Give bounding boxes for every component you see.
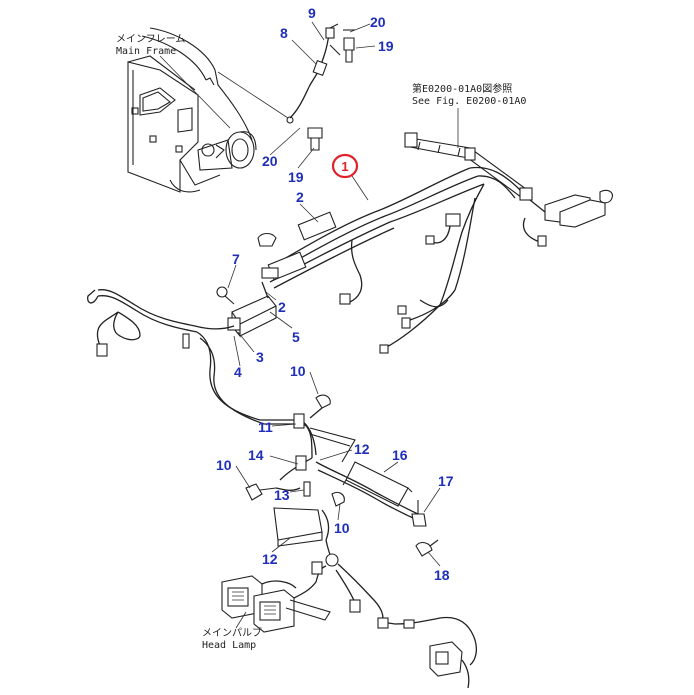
leader-9: [311, 21, 325, 41]
head-lamp-label-jp: メインパルブ: [202, 626, 262, 639]
leader-10c: [337, 503, 341, 521]
part-number-12-upper: 12: [354, 441, 370, 457]
part-number-20-top: 20: [370, 14, 386, 30]
bracket-assembly: [216, 281, 277, 338]
leader-2a: [299, 203, 319, 223]
see-fig-label-jp: 第E0200-01A0図参照: [412, 82, 512, 95]
leader-8: [291, 39, 317, 65]
right-harness-assembly: [404, 132, 613, 247]
part-number-8: 8: [280, 25, 288, 41]
leader-18: [427, 551, 441, 567]
part-number-13: 13: [274, 487, 290, 503]
part-number-16: 16: [392, 447, 408, 463]
main-frame-leader: [159, 55, 231, 129]
callout-circle-1: [331, 153, 359, 179]
leader-5: [269, 311, 293, 329]
head-lamp-assembly: [221, 561, 477, 689]
part-number-11: 11: [258, 419, 273, 435]
leader-14: [269, 455, 299, 465]
leader-4: [233, 335, 241, 367]
part-number-18: 18: [434, 567, 450, 583]
part-number-17: 17: [438, 473, 454, 489]
leader-19a: [355, 45, 376, 49]
part-number-14: 14: [248, 447, 264, 463]
left-harness-branch: [86, 289, 300, 425]
leader-10a: [309, 371, 319, 395]
lower-harness: [245, 394, 439, 567]
leader-11: [271, 423, 297, 427]
part-number-4: 4: [234, 364, 242, 380]
head-lamp-leader: [235, 611, 247, 629]
part-number-12-lower: 12: [262, 551, 278, 567]
part-number-20-left: 20: [262, 153, 278, 169]
part-number-10-lower: 10: [334, 520, 350, 536]
leader-12a: [319, 449, 353, 461]
leader-19b: [297, 147, 315, 169]
leader-20b: [269, 127, 301, 156]
main-frame-label-jp: メインフレーム: [116, 33, 185, 45]
main-harness-bundle: [257, 166, 521, 354]
leader-13: [289, 489, 305, 493]
leader-2b: [265, 291, 277, 301]
leader-17: [423, 487, 441, 513]
part-number-5: 5: [292, 329, 300, 345]
see-fig-label-en: See Fig. E0200-01A0: [412, 96, 526, 107]
leader-16: [383, 461, 399, 473]
leader-main-frame-bolt: [217, 71, 289, 119]
head-lamp-label-en: Head Lamp: [202, 640, 256, 651]
leader-3: [237, 331, 255, 353]
leader-10b: [235, 465, 251, 489]
part-number-2-top: 2: [296, 189, 304, 205]
leader-1: [351, 175, 369, 201]
top-ground-wire: [286, 23, 355, 151]
part-number-10-upper: 10: [290, 363, 306, 379]
main-frame-label-en: Main Frame: [116, 46, 176, 57]
part-number-9: 9: [308, 5, 316, 21]
leader-20a: [349, 23, 371, 33]
main-frame-drawing: [127, 27, 257, 193]
part-number-2-bracket: 2: [278, 299, 286, 315]
part-number-19-left: 19: [288, 169, 304, 185]
leader-12b: [271, 537, 291, 553]
part-number-19-top: 19: [378, 38, 394, 54]
leader-7: [227, 264, 237, 289]
callout-number-1: 1: [341, 159, 348, 174]
part-number-7: 7: [232, 251, 240, 267]
part-number-labels: 9 20 8 19 20 19 2 7 2 5 3 4 10 11 12 14 …: [216, 5, 454, 583]
part-number-10-left: 10: [216, 457, 232, 473]
part-number-3: 3: [256, 349, 264, 365]
